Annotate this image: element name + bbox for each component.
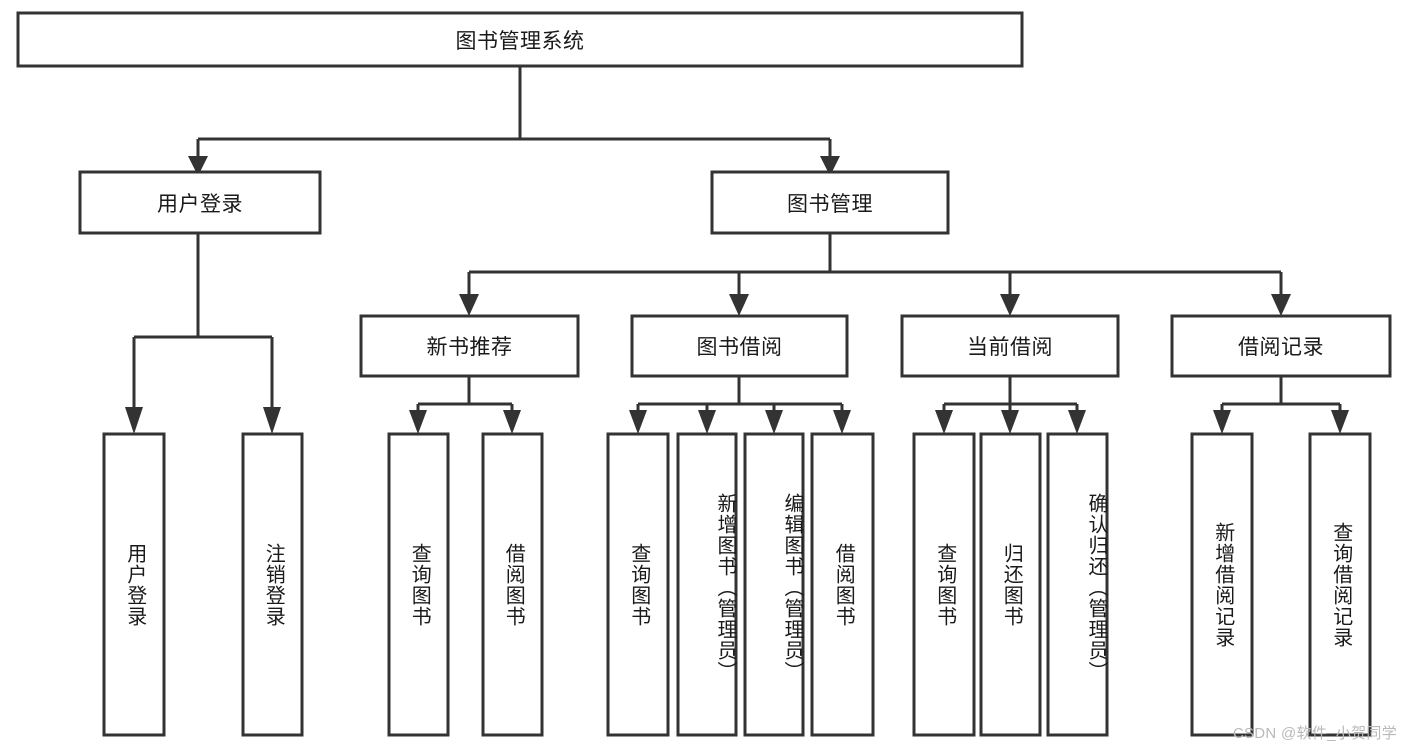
arrow-head-leaf-add-record — [1213, 410, 1231, 434]
arrow-head-book-borrow — [729, 294, 749, 316]
arrow-head-borrow-record — [1271, 294, 1291, 316]
arrow-head-leaf-user-logout — [263, 407, 281, 434]
arrow-head-leaf-confirm-return — [1068, 410, 1086, 434]
connector-group-current-borrow — [935, 376, 1086, 434]
box-leaf-user-login[interactable] — [102, 432, 166, 737]
arrow-head-leaf-edit-book — [765, 410, 783, 434]
connector-group-borrow-record — [1213, 376, 1349, 434]
arrow-head-leaf-user-login — [125, 407, 143, 434]
watermark: CSDN @软件_小贺同学 — [1232, 725, 1397, 742]
arrow-head-leaf-query-book-3 — [935, 410, 953, 434]
box-leaf-user-logout[interactable] — [241, 432, 304, 737]
arrow-head-leaf-borrow-book-2 — [833, 410, 851, 434]
box-new-book-recommend[interactable] — [359, 314, 580, 378]
arrow-head-current-borrow — [1000, 294, 1020, 316]
arrow-head-leaf-borrow-book-1 — [503, 410, 521, 434]
box-leaf-query-book-2[interactable] — [606, 432, 670, 737]
arrow-head-leaf-add-book — [698, 410, 716, 434]
box-leaf-add-book[interactable] — [676, 432, 738, 737]
arrow-head-leaf-query-book-2 — [629, 410, 647, 434]
connector-group-book-borrow — [629, 376, 851, 434]
arrow-head-leaf-return-book — [1001, 410, 1019, 434]
box-borrow-record[interactable] — [1170, 314, 1392, 378]
box-user-login[interactable] — [78, 170, 322, 235]
arrow-head-leaf-query-record — [1331, 410, 1349, 434]
arrow-head-user-login — [188, 156, 208, 176]
box-book-borrow[interactable] — [630, 314, 849, 378]
arrow-head-leaf-query-book-1 — [409, 410, 427, 434]
box-current-borrow[interactable] — [900, 314, 1120, 378]
box-leaf-edit-book[interactable] — [743, 432, 805, 737]
box-book-management[interactable] — [710, 170, 950, 235]
box-leaf-query-book-3[interactable] — [912, 432, 976, 737]
box-leaf-borrow-book-2[interactable] — [810, 432, 875, 737]
arrow-head-new-book-recommend — [459, 294, 479, 316]
box-leaf-return-book[interactable] — [979, 432, 1042, 737]
connector-group-user-login — [125, 233, 281, 434]
box-root[interactable] — [16, 11, 1024, 68]
connector-group-book-management — [459, 233, 1291, 316]
connector-group-new-book-recommend — [409, 376, 521, 434]
box-leaf-query-book-1[interactable] — [387, 432, 450, 737]
box-leaf-query-record[interactable] — [1308, 432, 1372, 737]
box-leaf-borrow-book-1[interactable] — [481, 432, 544, 737]
box-leaf-confirm-return[interactable] — [1046, 432, 1109, 737]
arrow-head-book-management — [820, 156, 840, 176]
box-leaf-add-record[interactable] — [1190, 432, 1254, 737]
connector-group-root — [188, 66, 840, 176]
